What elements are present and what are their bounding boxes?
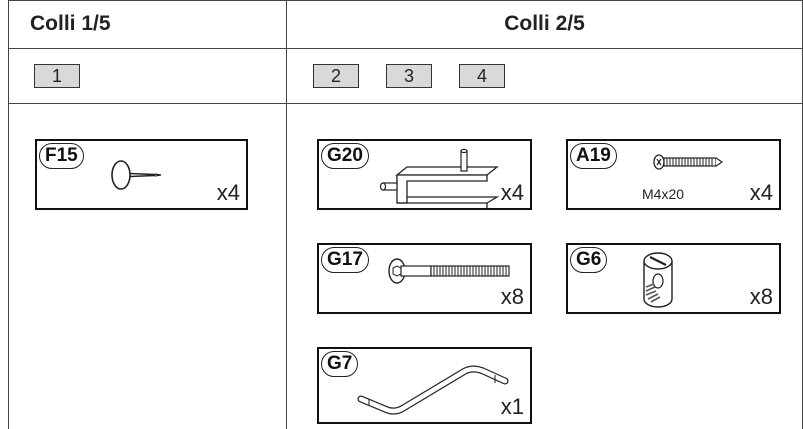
box-number-3: 3 xyxy=(386,64,432,88)
screw-size-label: M4x20 xyxy=(642,186,685,202)
allen-bolt-icon xyxy=(388,258,510,284)
part-quantity: x4 xyxy=(749,180,773,205)
screw-icon xyxy=(653,154,723,170)
part-code: G7 xyxy=(321,351,359,377)
allen-key-icon xyxy=(357,365,509,415)
column-header-colli-1: Colli 1/5 xyxy=(30,12,111,35)
part-code: G6 xyxy=(570,247,608,273)
box-number-2: 2 xyxy=(313,64,359,88)
header-row-divider xyxy=(8,48,803,49)
part-card-g20: G20 x4 xyxy=(317,139,532,210)
box-number-1: 1 xyxy=(34,64,80,88)
part-quantity: x8 xyxy=(749,284,773,309)
part-quantity: x4 xyxy=(500,180,524,205)
column-divider xyxy=(286,0,287,429)
part-quantity: x1 xyxy=(500,394,524,419)
part-card-g6: G6 x8 xyxy=(566,243,781,314)
shelf-support-bracket-icon xyxy=(379,148,500,209)
part-code: G20 xyxy=(321,143,369,169)
box-number-row-divider xyxy=(8,103,803,104)
part-card-f15: F15 x4 xyxy=(35,139,248,210)
part-card-a19: A19 M4x20 x4 xyxy=(566,139,781,210)
table-left-border xyxy=(8,0,9,429)
part-quantity: x8 xyxy=(500,284,524,309)
part-quantity: x4 xyxy=(216,180,240,205)
part-code: A19 xyxy=(570,143,617,169)
column-header-colli-2: Colli 2/5 xyxy=(504,12,585,35)
part-code: F15 xyxy=(39,143,84,169)
box-number-4: 4 xyxy=(459,64,505,88)
part-card-g17: G17 x8 xyxy=(317,243,532,314)
barrel-nut-icon xyxy=(643,252,673,308)
table-top-border xyxy=(8,0,803,1)
part-code: G17 xyxy=(321,247,369,273)
upholstery-nail-icon xyxy=(111,160,162,190)
part-card-g7: G7 x1 xyxy=(317,347,532,424)
